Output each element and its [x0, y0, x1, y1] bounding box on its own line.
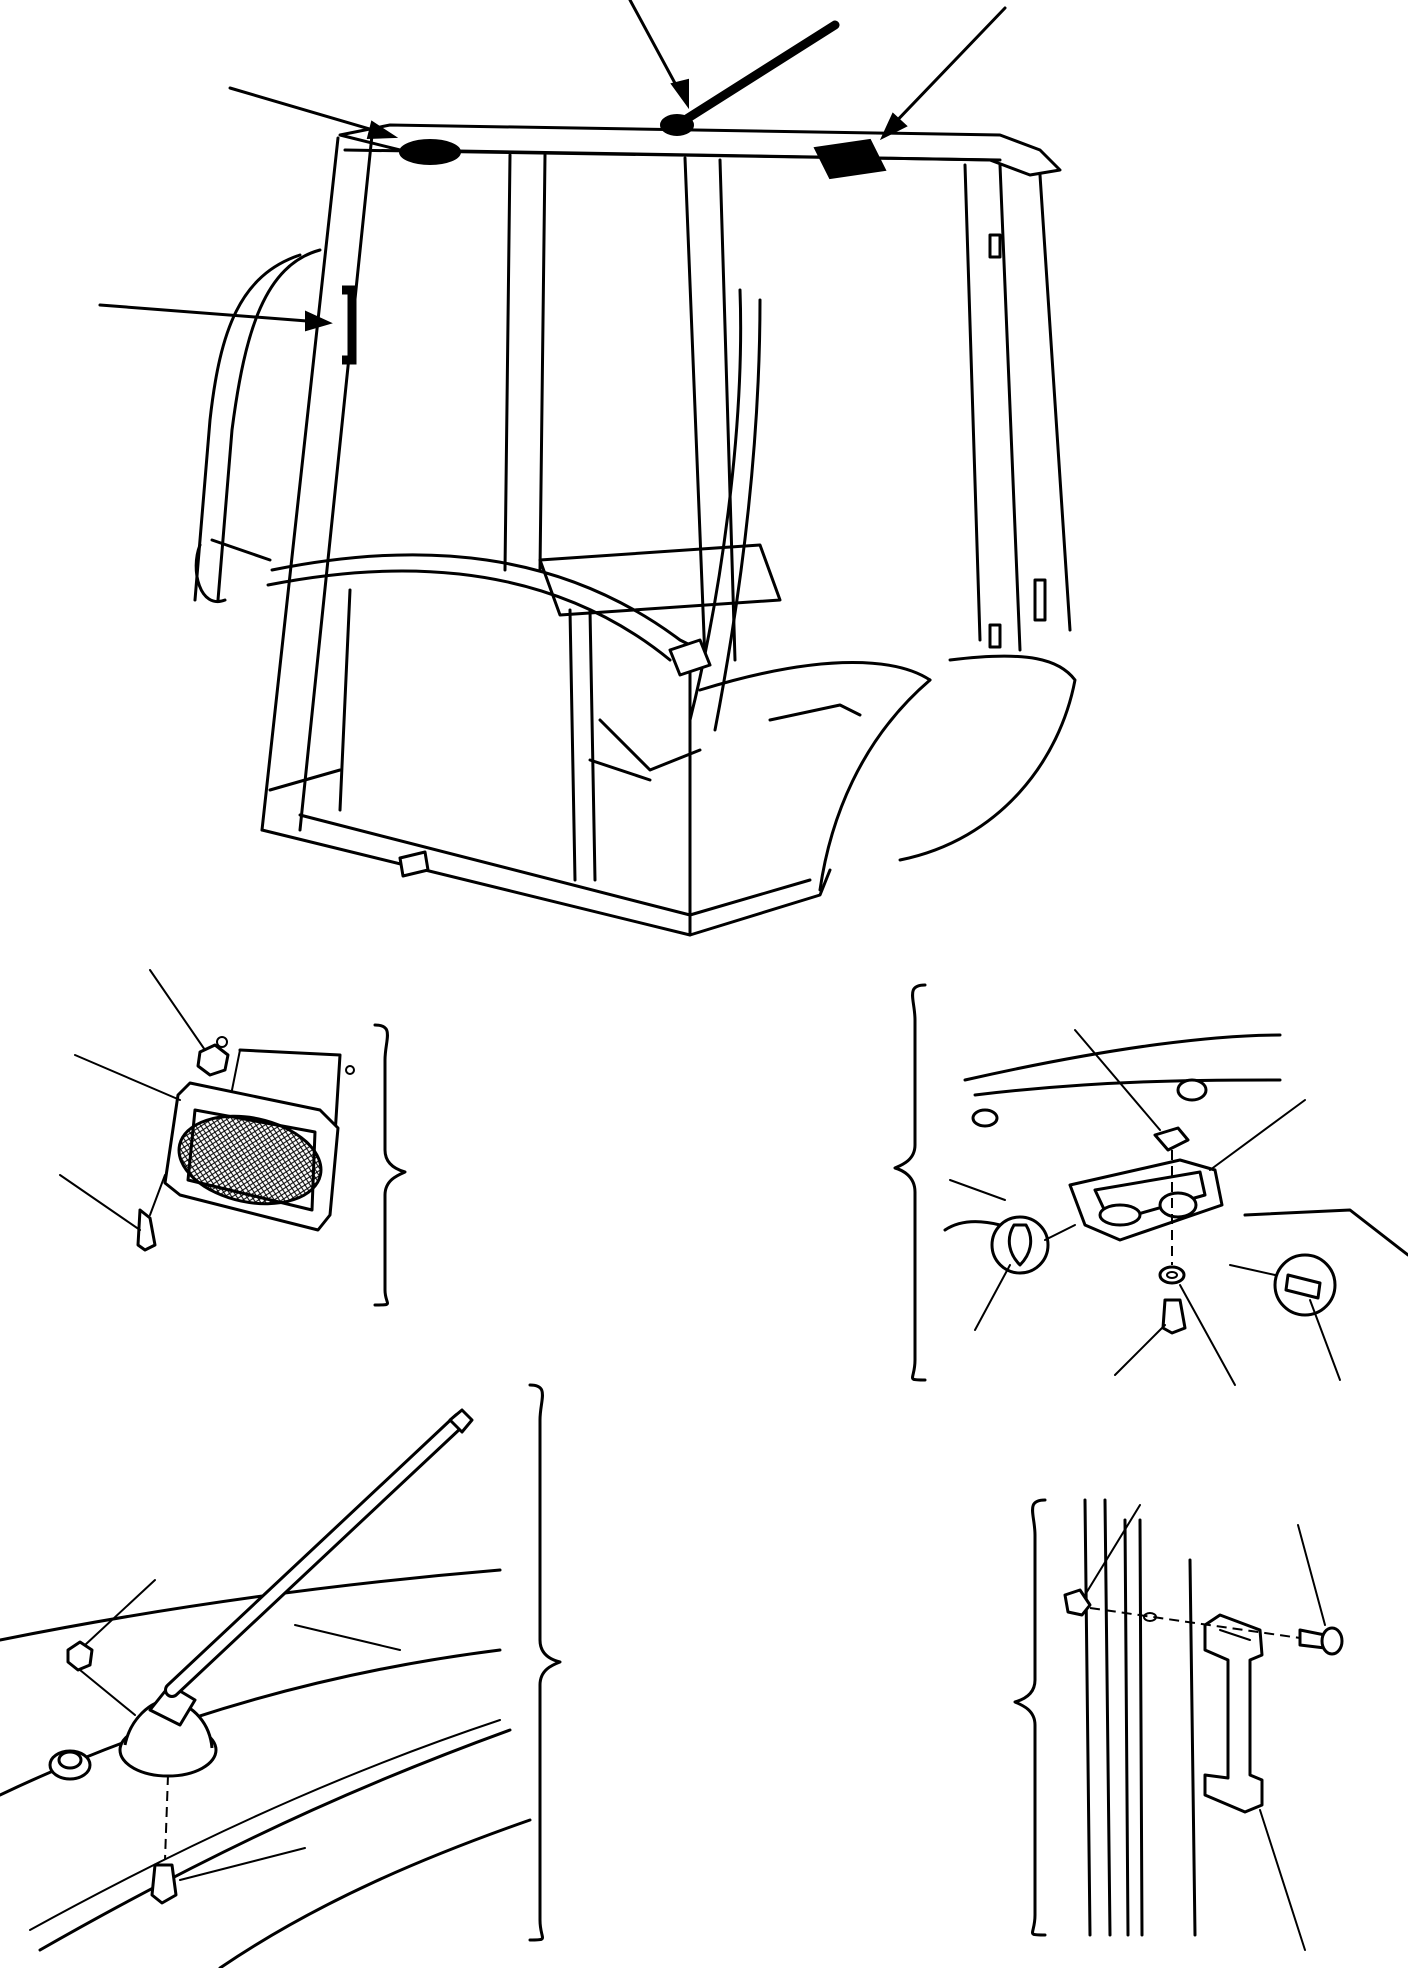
grab-handle-marker [342, 285, 357, 365]
antenna-detail [0, 1383, 562, 1968]
grab-handle-detail [1013, 1498, 1344, 1951]
speaker-detail [59, 969, 407, 1307]
speaker-marker [399, 139, 461, 165]
room-lamp-marker [813, 138, 887, 180]
cab-overview [98, 0, 1077, 937]
antenna-rod [672, 20, 840, 130]
leader-arrows [98, 0, 1007, 332]
room-lamp-detail [893, 983, 1408, 1386]
